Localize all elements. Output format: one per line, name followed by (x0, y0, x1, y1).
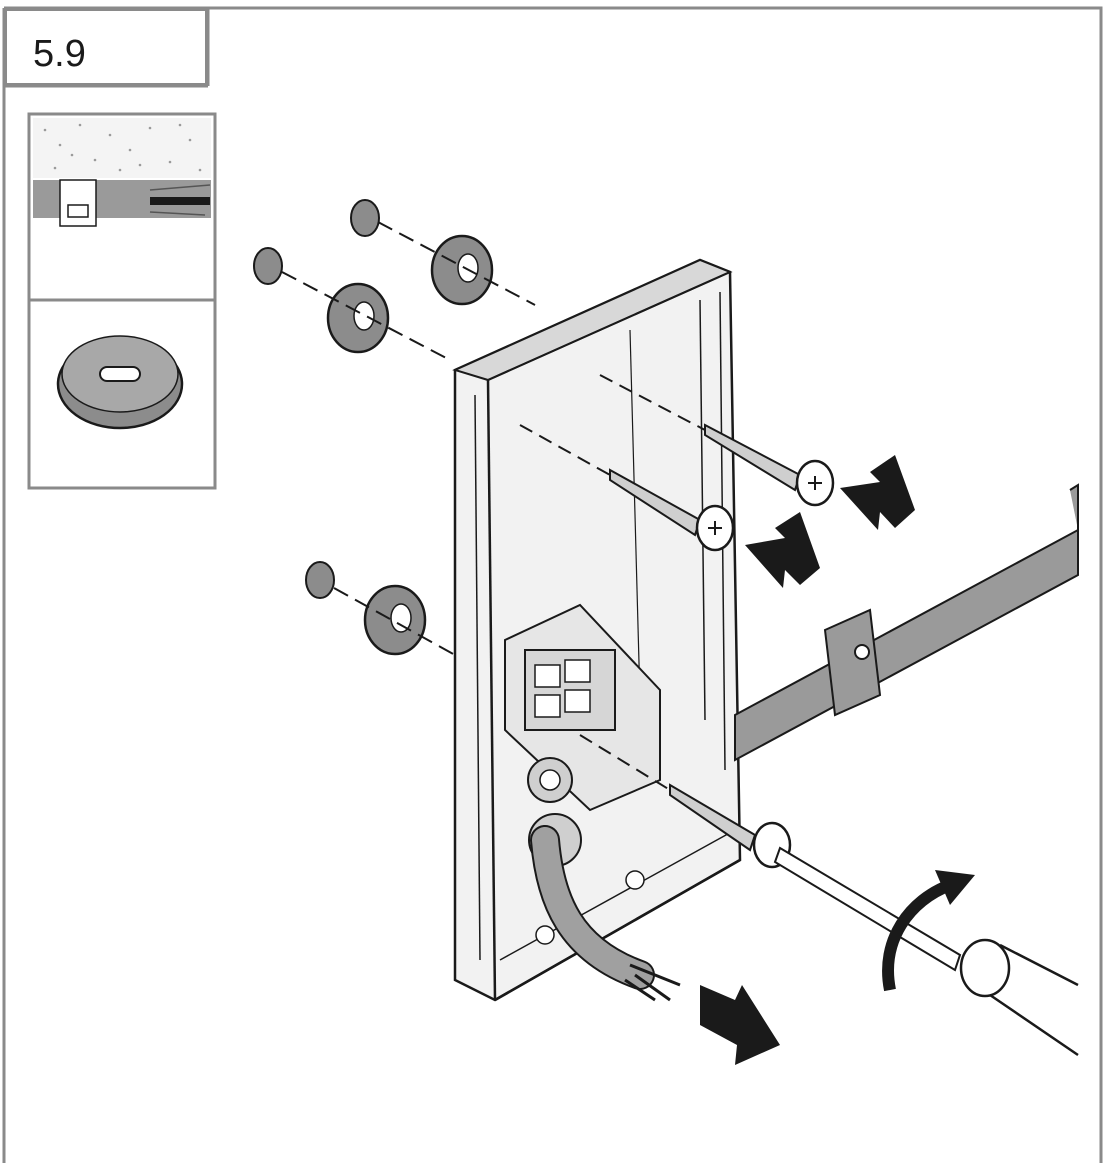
grommet-2 (253, 247, 451, 361)
screw-2 (519, 424, 735, 552)
wall-section-icon (27, 112, 217, 302)
screw-3 (579, 734, 792, 869)
arrow-icon (700, 455, 915, 1065)
screw-1 (599, 374, 835, 507)
terminal-block (504, 603, 661, 867)
cable (530, 825, 681, 1002)
step-number: 5.9 (33, 33, 86, 75)
screwdriver (773, 846, 1079, 1057)
grommet-1 (350, 199, 536, 306)
step-number-box: 5.9 (4, 8, 208, 86)
conduit-pipe (734, 483, 1079, 762)
grommet-3 (305, 561, 456, 656)
rotate-arrow-icon (882, 870, 975, 992)
outer-frame-border (2, 6, 1103, 1163)
grommet-icon (27, 298, 217, 490)
